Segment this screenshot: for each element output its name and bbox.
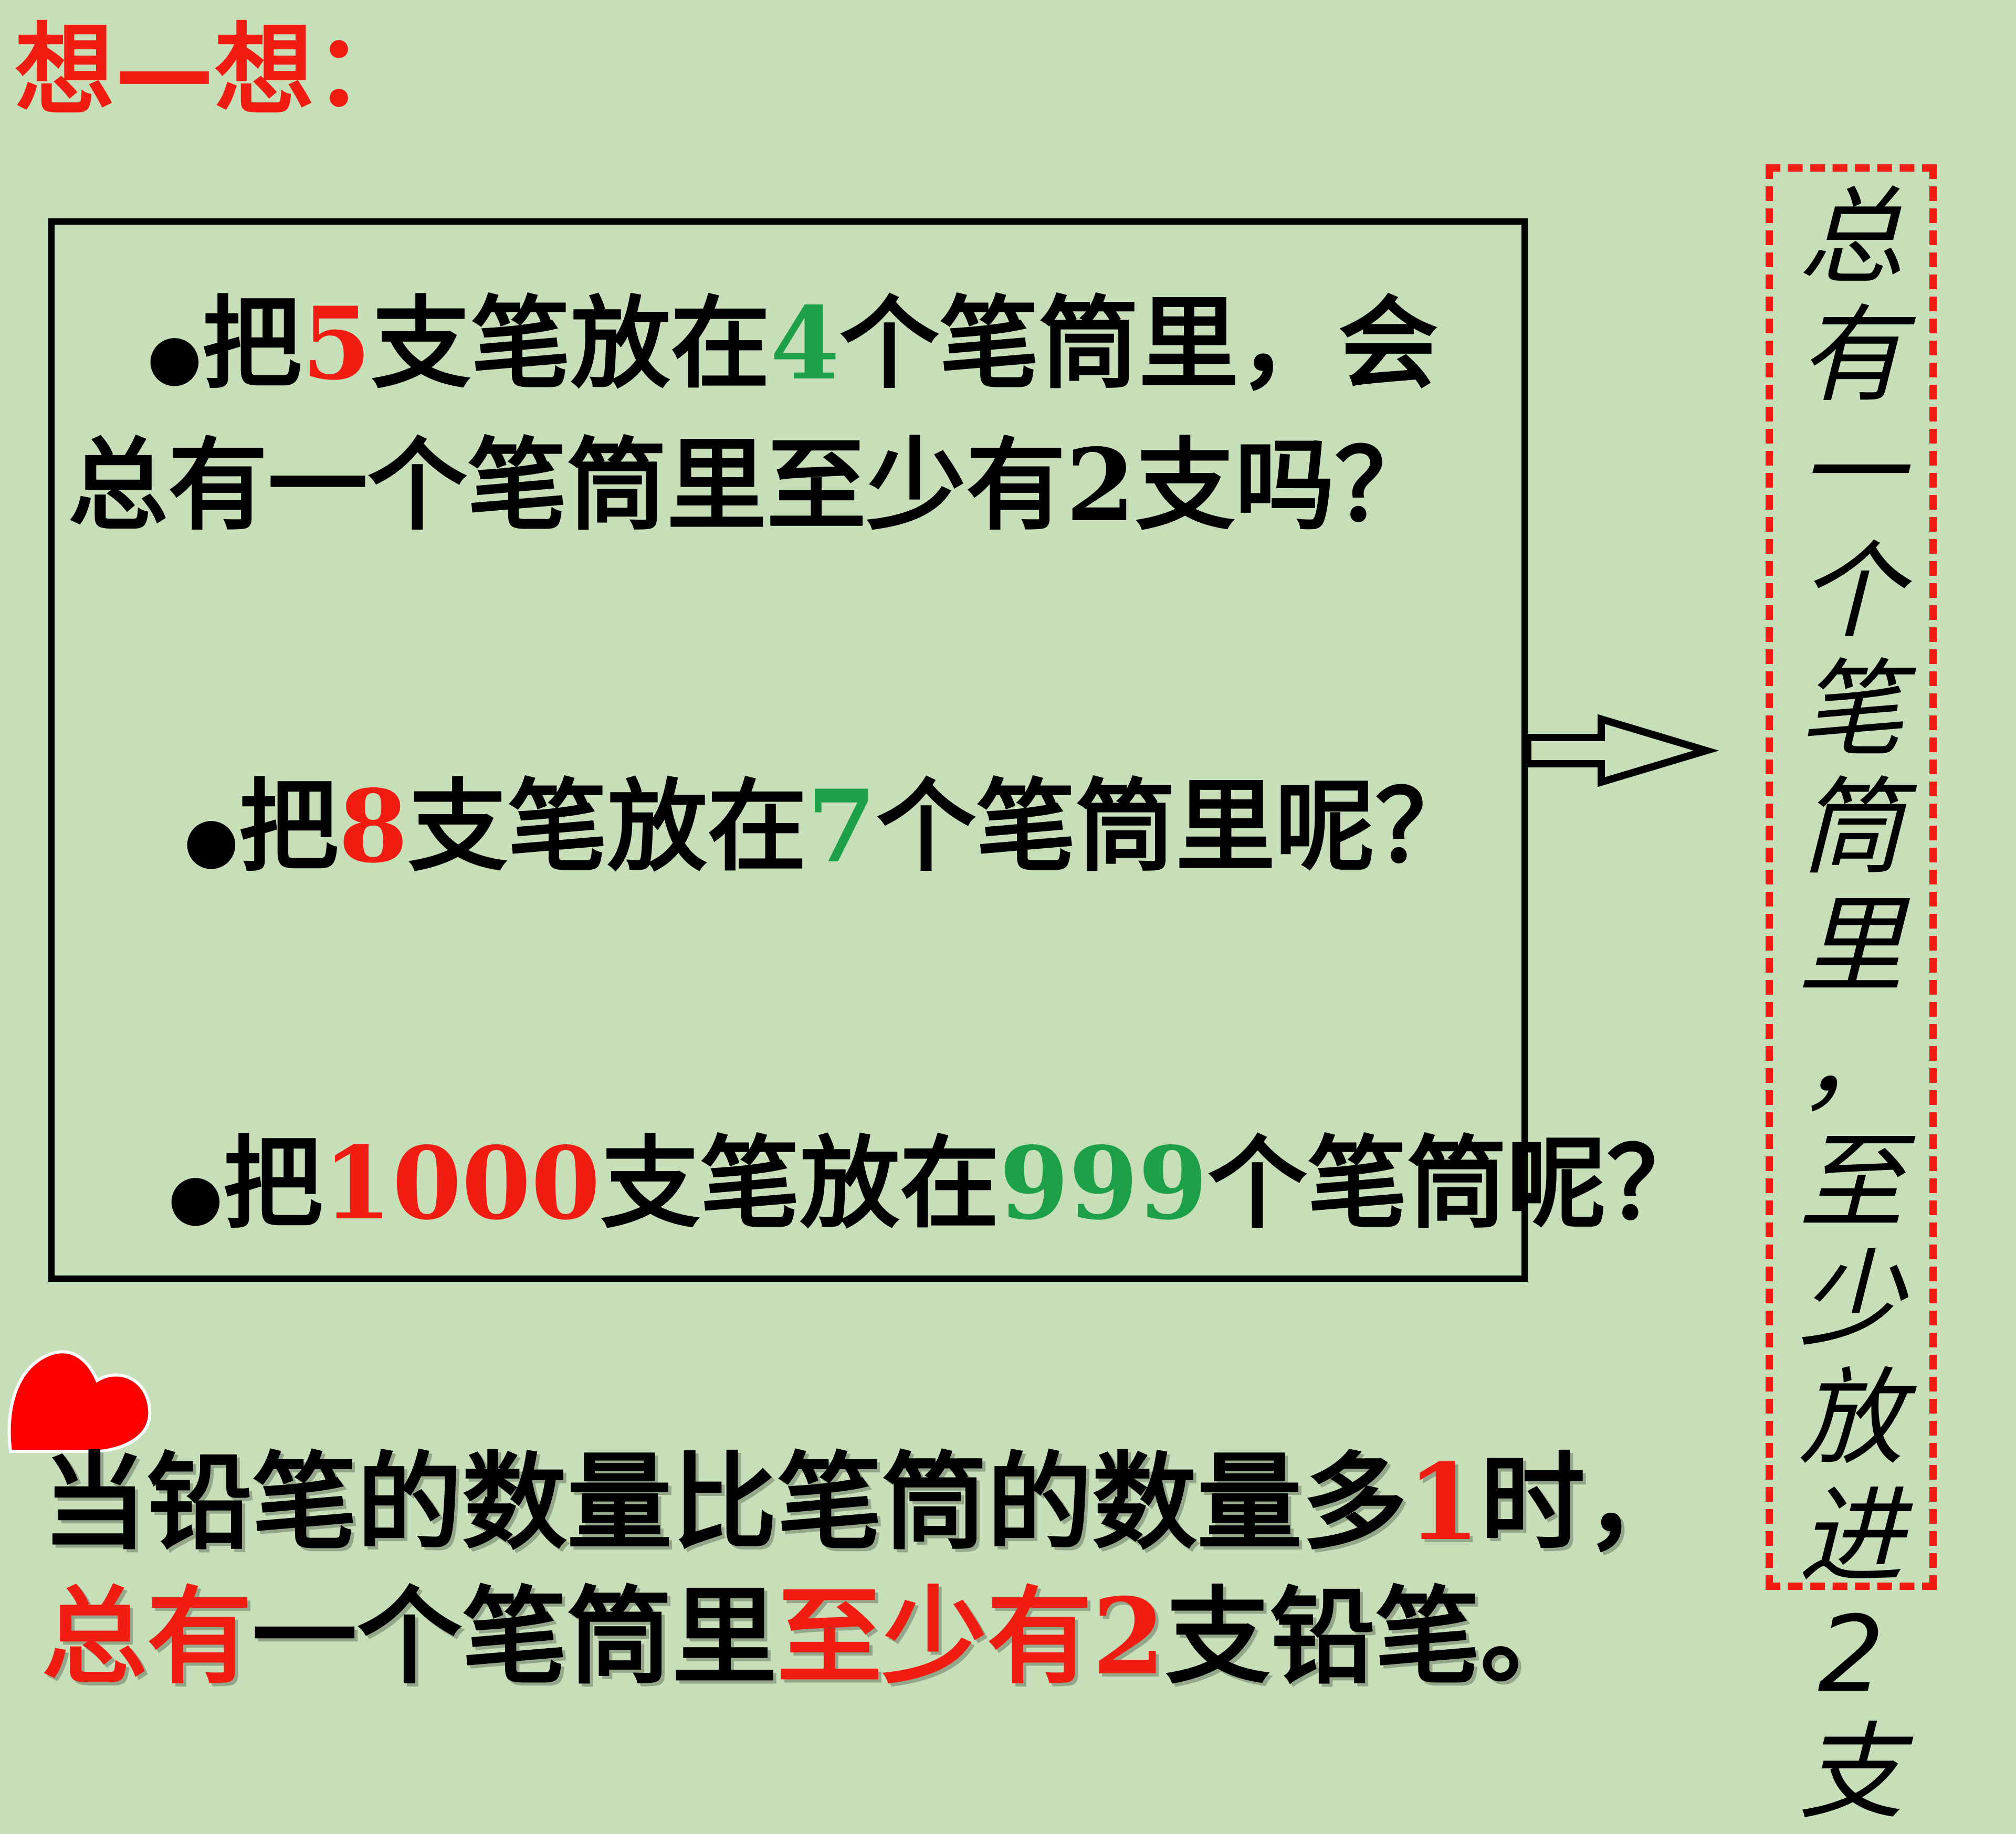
q3-holders-count: 999: [999, 1125, 1208, 1242]
q3-text-b: 支笔放在: [600, 1125, 1000, 1242]
side-char: 进: [1798, 1475, 1904, 1598]
q2-text-c: 个笔筒里呢？: [876, 768, 1475, 885]
c2-text-b: 一个笔筒里: [252, 1576, 778, 1699]
c2-text-d: 支铅笔。: [1165, 1576, 1586, 1699]
side-char: 个: [1798, 531, 1904, 653]
side-char: 里: [1798, 885, 1904, 1007]
bullet-dot: ●: [147, 320, 202, 394]
c2-text-a: 总有: [42, 1576, 253, 1699]
heart-icon: [7, 1350, 152, 1453]
q1-pens-count: 5: [301, 285, 371, 402]
side-char: 筒: [1798, 767, 1904, 889]
c2-min-count: 2: [1092, 1575, 1166, 1699]
side-char: 笔: [1798, 649, 1904, 771]
side-char: 一: [1798, 413, 1904, 535]
side-note-box: [1766, 164, 1937, 1590]
conclusion-line-2: 总有一个笔筒里至少有2支铅笔。: [42, 1570, 1690, 1704]
side-char: 有: [1798, 294, 1904, 417]
c1-text-b: 时，: [1480, 1442, 1690, 1564]
q1-text-a: 把: [202, 285, 302, 402]
side-char: 2: [1818, 1594, 1885, 1716]
q1-text-c: 个笔筒里，会: [839, 285, 1438, 402]
question-box: [48, 218, 1528, 1282]
side-char: 放: [1798, 1357, 1904, 1480]
side-char: 总: [1798, 176, 1904, 299]
c1-text-a: 当铅笔的数量比笔筒的数量多: [42, 1442, 1408, 1564]
question-1-line-1: ●把5支笔放在4个笔筒里，会: [147, 273, 1438, 428]
side-char: 至: [1798, 1121, 1904, 1243]
q1-holders-count: 4: [770, 285, 840, 402]
q2-pens-count: 8: [338, 768, 408, 885]
conclusion: 当铅笔的数量比笔筒的数量多1时， 总有一个笔筒里至少有2支铅笔。: [42, 1436, 1690, 1704]
conclusion-line-1: 当铅笔的数量比笔筒的数量多1时，: [42, 1436, 1690, 1570]
side-char: 少: [1798, 1239, 1904, 1362]
bullet-dot: ●: [184, 803, 239, 877]
c1-difference: 1: [1407, 1441, 1480, 1564]
side-char: 支: [1798, 1712, 1904, 1834]
q3-pens-count: 1000: [322, 1125, 601, 1242]
question-1-line-2: 总有一个笔筒里至少有2支吗？: [68, 427, 1435, 544]
question-2: ●把8支笔放在7个笔筒里呢？: [184, 756, 1475, 911]
right-arrow-icon: [1524, 714, 1719, 787]
c2-text-c: 至少有: [777, 1576, 1093, 1699]
q3-text-a: 把: [223, 1125, 323, 1242]
page-title: 想—想：: [15, 13, 414, 129]
side-char: ，: [1798, 1003, 1904, 1125]
q3-text-c: 个笔筒呢？: [1208, 1125, 1707, 1242]
side-note-text: 总 有 一 个 笔 筒 里 ， 至 少 放 进 2 支: [1766, 178, 1937, 1832]
q1-text-b: 支笔放在: [371, 285, 770, 402]
q2-holders-count: 7: [806, 768, 877, 885]
q2-text-b: 支笔放在: [407, 768, 807, 885]
bullet-dot: ●: [168, 1160, 223, 1234]
q2-text-a: 把: [238, 768, 339, 885]
question-3: ●把1000支笔放在999个笔筒呢？: [168, 1113, 1706, 1268]
